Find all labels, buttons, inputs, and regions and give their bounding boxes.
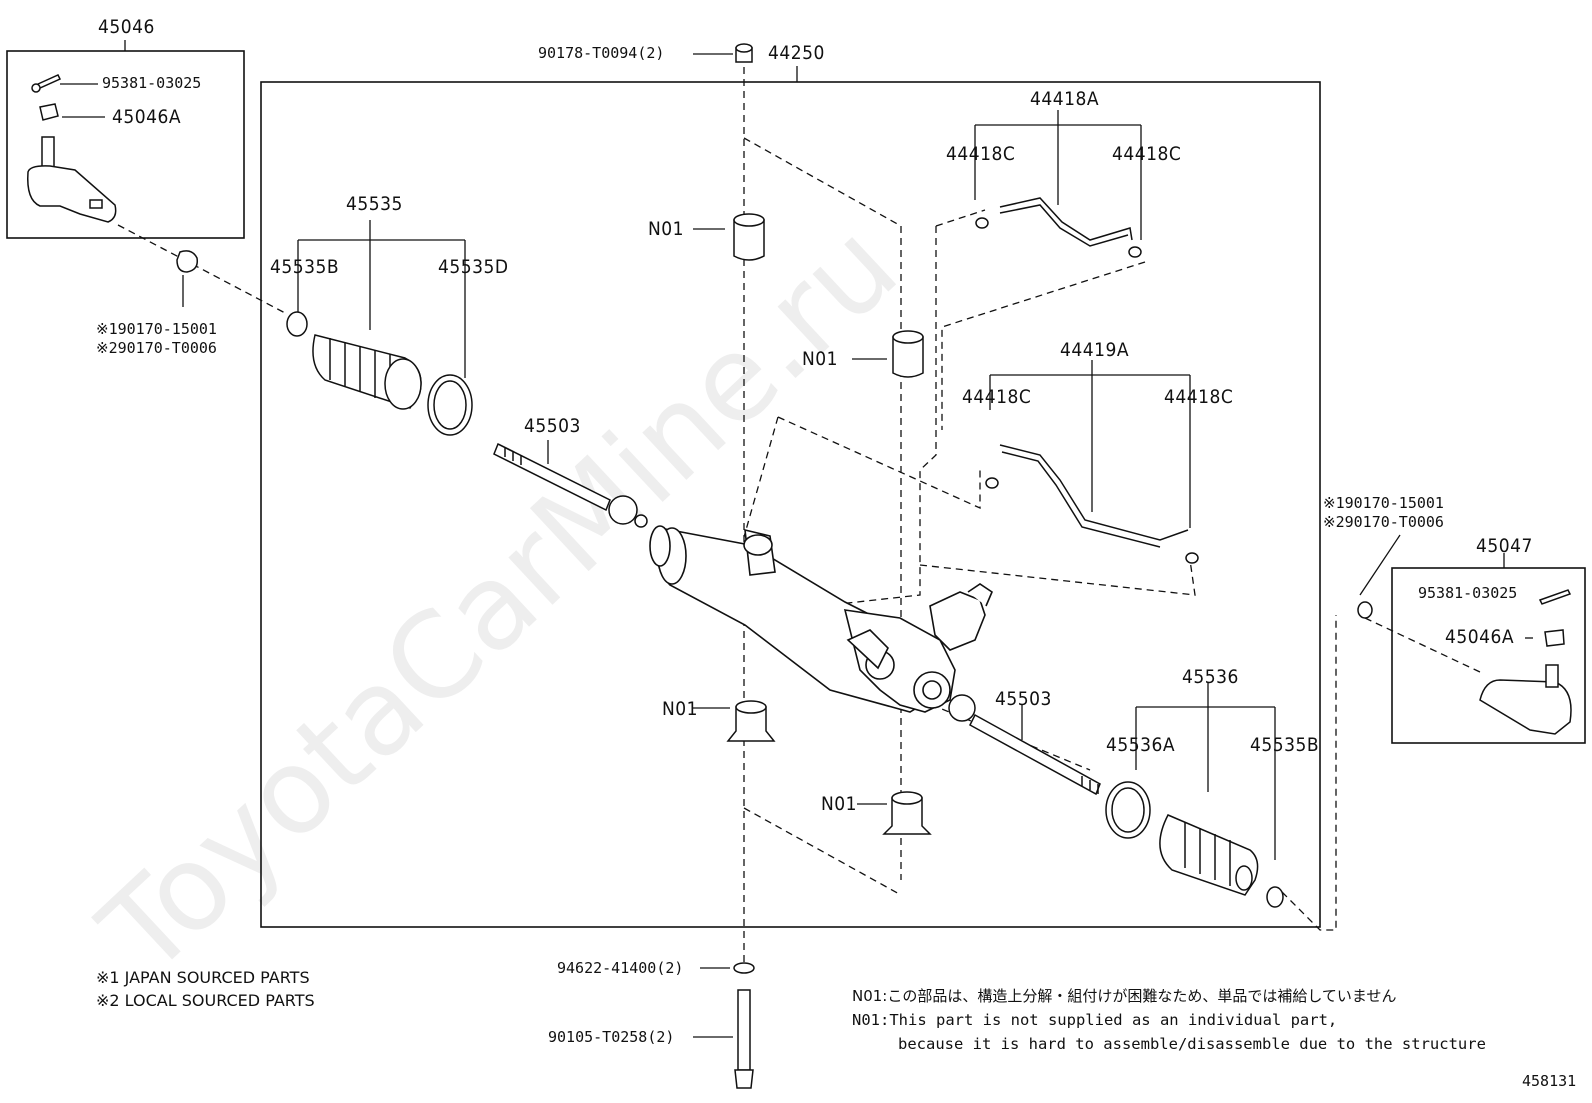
label-190170-left: ※190170-15001 xyxy=(96,320,217,338)
diagram-id: 458131 xyxy=(1522,1072,1577,1090)
inner-tie-rod-left xyxy=(493,442,648,528)
steering-rack xyxy=(649,525,993,713)
label-45535: 45535 xyxy=(346,193,403,215)
label-45047: 45047 xyxy=(1476,535,1533,557)
label-45503-right: 45503 xyxy=(995,688,1052,710)
label-44250: 44250 xyxy=(768,42,825,64)
label-44418C-c: 44418C xyxy=(962,386,1032,408)
boot-left xyxy=(286,311,473,436)
detail-box-45047 xyxy=(1391,567,1586,744)
label-45046A-top: 45046A xyxy=(112,106,182,128)
label-44418C-b: 44418C xyxy=(1112,143,1182,165)
label-95381-03025-top: 95381-03025 xyxy=(102,74,202,92)
label-190170-right: ※190170-15001 xyxy=(1323,494,1444,512)
label-45503-left: 45503 xyxy=(524,415,581,437)
label-44418C-d: 44418C xyxy=(1164,386,1234,408)
label-45536: 45536 xyxy=(1182,666,1239,688)
boot-right xyxy=(1105,781,1284,908)
inner-tie-rod-right xyxy=(948,694,1101,796)
mount-bushings xyxy=(726,213,932,835)
tie-rod-end-left xyxy=(27,74,199,273)
note-n01-english-1: N01:This part is not supplied as an indi… xyxy=(852,1011,1338,1029)
label-44418C-a: 44418C xyxy=(946,143,1016,165)
label-90178: 90178-T0094(2) xyxy=(538,44,665,62)
label-90105: 90105-T0258(2) xyxy=(548,1028,675,1046)
label-n01-a: N01 xyxy=(648,218,685,240)
label-290170-left: ※290170-T0006 xyxy=(96,339,217,357)
fluid-pipes xyxy=(975,197,1199,564)
footnote-japan-sourced: ※1 JAPAN SOURCED PARTS xyxy=(96,968,310,987)
label-45046A-right: 45046A xyxy=(1445,626,1515,648)
leader-lines xyxy=(60,40,1533,1038)
label-n01-c: N01 xyxy=(662,698,699,720)
label-290170-right: ※290170-T0006 xyxy=(1323,513,1444,531)
label-95381-03025-right: 95381-03025 xyxy=(1418,584,1518,602)
main-frame xyxy=(260,81,1321,928)
label-45535B-left: 45535B xyxy=(270,256,340,278)
note-n01-english-2: because it is hard to assemble/disassemb… xyxy=(898,1035,1486,1053)
tie-rod-end-right xyxy=(1357,589,1572,735)
note-n01-japanese: N01:この部品は、構造上分解・組付けが困難なため、単品では補給していません xyxy=(852,987,1397,1005)
label-n01-b: N01 xyxy=(802,348,839,370)
footnote-local-sourced: ※2 LOCAL SOURCED PARTS xyxy=(96,991,315,1010)
label-45536A: 45536A xyxy=(1106,734,1176,756)
label-44419A: 44419A xyxy=(1060,339,1130,361)
label-45535D: 45535D xyxy=(438,256,509,278)
bolts xyxy=(733,43,755,1089)
label-44418A: 44418A xyxy=(1030,88,1100,110)
label-45046: 45046 xyxy=(98,16,155,38)
label-n01-d: N01 xyxy=(821,793,858,815)
label-45535B-right: 45535B xyxy=(1250,734,1320,756)
label-94622: 94622-41400(2) xyxy=(557,959,684,977)
